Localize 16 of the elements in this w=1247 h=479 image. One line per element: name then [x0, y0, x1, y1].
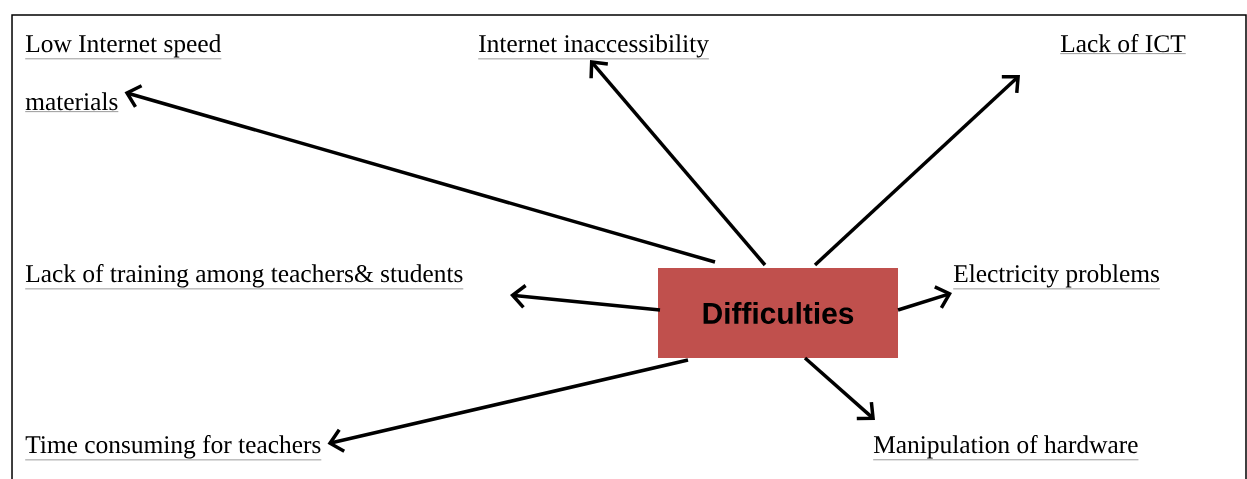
arrow	[510, 284, 661, 312]
central-box: Difficulties	[658, 268, 898, 358]
arrow	[327, 358, 689, 453]
underlined-label: Internet inaccessibility	[478, 34, 710, 60]
underlined-label: Manipulation of hardware	[873, 435, 1139, 460]
underlined-label: Lack of ICT	[1060, 34, 1186, 54]
underlined-label: Low Internet speed	[25, 34, 222, 59]
arrow	[124, 84, 716, 264]
underlined-label: Electricity problems	[953, 264, 1161, 290]
underlined-label: materials	[25, 92, 119, 112]
underlined-label: Lack of training among teachers& students	[25, 264, 464, 290]
arrow	[803, 356, 875, 421]
arrow	[813, 75, 1020, 267]
arrow	[589, 60, 767, 267]
arrow	[897, 285, 952, 312]
underlined-label: Time consuming for teachers	[25, 435, 322, 461]
